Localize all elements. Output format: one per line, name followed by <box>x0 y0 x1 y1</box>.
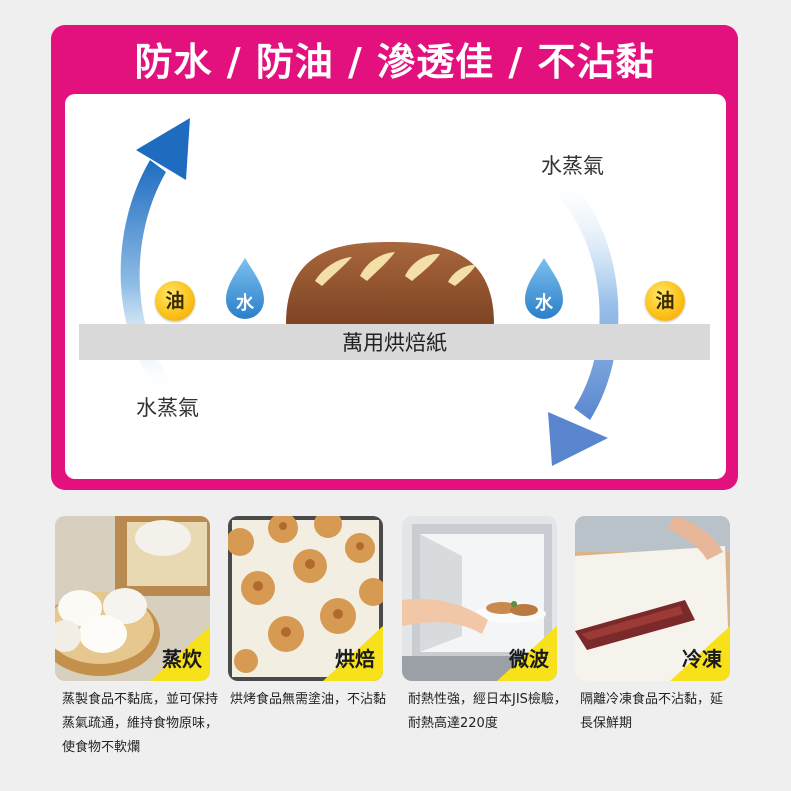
card-tag: 蒸炊 <box>162 647 202 671</box>
water-label-left: 水 <box>236 293 254 314</box>
microwave-image <box>402 516 557 681</box>
steamed-buns-image <box>55 516 210 681</box>
card-microwave: 微波 <box>402 516 557 681</box>
card-freezing: 冷凍 <box>575 516 730 681</box>
frozen-meat-image <box>575 516 730 681</box>
oil-badge-left: 油 <box>155 281 195 321</box>
vapor-label-right: 水蒸氣 <box>541 154 604 178</box>
desc-line: 隔離冷凍食品不沾黏，延 <box>580 692 724 707</box>
card-tag: 烘焙 <box>335 647 375 671</box>
desc-line: 耐熱高達220度 <box>408 716 498 731</box>
vapor-arrow-right <box>548 182 619 466</box>
paper-label: 萬用烘焙紙 <box>342 331 447 355</box>
microwave-description: 耐熱性強，經日本JIS檢驗， 耐熱高達220度 <box>408 688 567 736</box>
water-label-right: 水 <box>535 293 553 314</box>
steaming-description: 蒸製食品不黏底，並可保持 蒸氣疏通，維持食物原味， 使食物不軟爛 <box>62 688 218 760</box>
water-drop-icon <box>525 258 563 319</box>
water-drop-icon <box>226 258 264 319</box>
feature-title: 防水 / 防油 / 滲透佳 / 不沾黏 <box>134 40 655 84</box>
card-steaming: 蒸炊 <box>55 516 210 681</box>
vapor-label-left: 水蒸氣 <box>136 396 199 420</box>
desc-line: 耐熱性強，經日本JIS檢驗， <box>408 692 567 707</box>
freezing-description: 隔離冷凍食品不沾黏，延 長保鮮期 <box>580 688 723 736</box>
desc-line: 使食物不軟爛 <box>62 740 141 755</box>
card-baking: 烘焙 <box>228 516 383 681</box>
desc-line: 蒸製食品不黏底，並可保持 <box>62 692 219 707</box>
baking-description: 烘烤食品無需塗油，不沾黏 <box>230 688 386 712</box>
desc-line: 蒸氣疏通，維持食物原味， <box>62 716 219 731</box>
baking-paper-bar: 萬用烘焙紙 <box>79 324 710 360</box>
diagram-graphics <box>120 118 619 466</box>
bread-icon <box>286 242 494 324</box>
cookies-image <box>228 516 383 681</box>
oil-badge-right: 油 <box>645 281 685 321</box>
card-tag: 微波 <box>509 647 549 671</box>
card-tag: 冷凍 <box>682 647 722 671</box>
desc-line: 長保鮮期 <box>580 716 633 731</box>
desc-line: 烘烤食品無需塗油，不沾黏 <box>230 692 387 707</box>
